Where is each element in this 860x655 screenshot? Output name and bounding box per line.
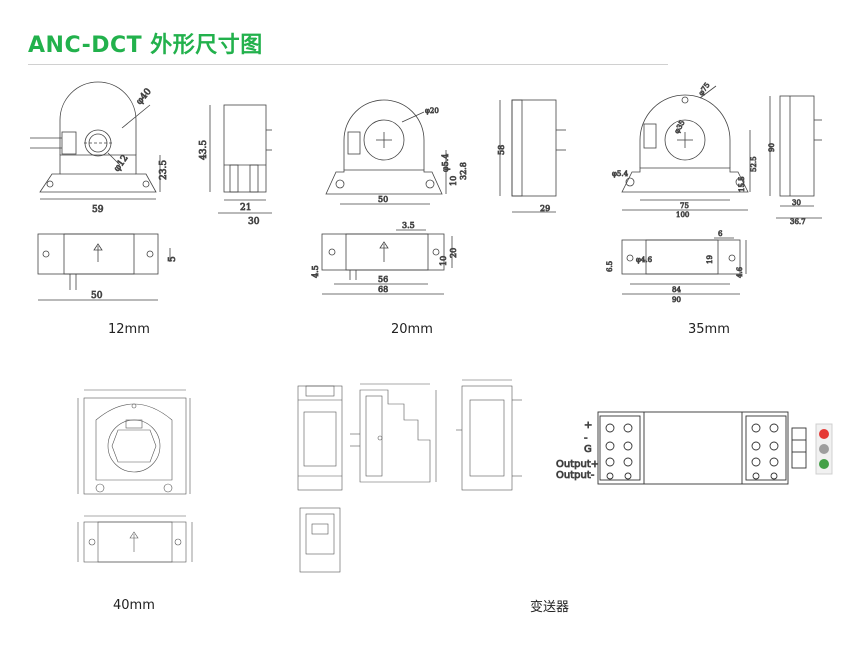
dim-20-w68: 68 bbox=[378, 285, 388, 294]
connector-plug bbox=[791, 427, 807, 469]
bottom-view-20mm bbox=[321, 229, 453, 295]
drawing-12mm: φ40 φ12 59 23.5 43.5 21 30 bbox=[30, 81, 272, 301]
terminal-housing bbox=[597, 411, 789, 485]
dim-20-d20: φ20 bbox=[425, 107, 439, 115]
side-view-35mm bbox=[769, 95, 822, 219]
caption-40mm: 40mm bbox=[113, 598, 155, 613]
dim-35-w75: 75 bbox=[680, 202, 689, 210]
dim-35-d75: φ75 bbox=[697, 81, 711, 97]
dim-35-d4_6: φ4.6 bbox=[636, 256, 653, 264]
transmitter-bottom bbox=[299, 507, 341, 573]
dim-35-h6: 6 bbox=[718, 230, 723, 238]
drawing-35mm: φ75 φ35 φ5.4 52.5 15.5 75 100 90 30 36.7 bbox=[606, 81, 822, 304]
page-title: ANC-DCT 外形尺寸图 bbox=[28, 33, 263, 58]
side-view-12mm bbox=[209, 104, 272, 214]
dim-12-w21: 21 bbox=[240, 203, 251, 213]
front-view-35mm bbox=[621, 85, 751, 211]
title-divider bbox=[28, 64, 668, 65]
dim-35-h19: 19 bbox=[706, 255, 714, 264]
dim-35-w100: 100 bbox=[676, 211, 689, 219]
dim-35-d5_4: φ5.4 bbox=[612, 170, 629, 178]
terminal-label-g: G bbox=[584, 444, 592, 455]
caption-20mm: 20mm bbox=[391, 322, 433, 337]
front-view-20mm bbox=[325, 99, 447, 205]
dim-20-h10: 10 bbox=[449, 176, 458, 186]
transmitter-front bbox=[297, 385, 343, 491]
caption-transmitter: 变送器 bbox=[530, 600, 570, 615]
dim-35-h15_5: 15.5 bbox=[738, 176, 746, 192]
led-red-icon bbox=[819, 429, 829, 439]
bottom-view-40mm bbox=[77, 515, 193, 563]
dim-12-w30: 30 bbox=[248, 217, 260, 227]
dim-20-h32_8: 32.8 bbox=[459, 162, 468, 180]
terminal-screws-right bbox=[751, 423, 779, 480]
led-green-icon bbox=[819, 459, 829, 469]
dim-20-d5_4: φ5.4 bbox=[441, 154, 450, 172]
front-view-12mm bbox=[30, 81, 161, 200]
dim-20-h4_5: 4.5 bbox=[311, 265, 320, 278]
dim-35-h6_5: 6.5 bbox=[606, 261, 614, 272]
dim-12-h5: 5 bbox=[168, 256, 178, 262]
dim-20-h58: 58 bbox=[497, 145, 506, 155]
dim-35-w90: 90 bbox=[672, 296, 681, 304]
terminal-screws-left bbox=[605, 423, 633, 480]
dim-35-h52_5: 52.5 bbox=[750, 156, 758, 172]
dim-12-w50: 50 bbox=[91, 291, 103, 301]
caption-35mm: 35mm bbox=[688, 322, 730, 337]
bottom-view-12mm bbox=[37, 233, 171, 301]
terminal-block bbox=[597, 411, 833, 485]
transmitter-side bbox=[350, 383, 437, 483]
dim-35-w30: 30 bbox=[792, 199, 801, 207]
dim-12-w59: 59 bbox=[92, 205, 104, 215]
terminal-label-outp: Output+ bbox=[556, 459, 599, 470]
drawing-20mm: φ20 φ5.4 10 32.8 50 58 29 bbox=[311, 99, 566, 295]
front-view-40mm bbox=[77, 389, 191, 495]
dim-20-h10b: 10 bbox=[439, 256, 448, 266]
side-view-20mm bbox=[499, 99, 566, 213]
dim-35-d35: φ35 bbox=[673, 119, 687, 135]
drawing-40mm bbox=[77, 389, 193, 563]
dim-20-w29: 29 bbox=[540, 204, 550, 213]
dim-20-w50: 50 bbox=[378, 195, 388, 204]
dim-12-d40: φ40 bbox=[135, 87, 154, 107]
dim-20-h20: 20 bbox=[449, 248, 458, 258]
terminal-label-outn: Output- bbox=[556, 470, 595, 481]
dim-12-h23_5: 23.5 bbox=[159, 160, 169, 180]
terminal-label-plus: + bbox=[584, 420, 592, 431]
terminal-label-minus: - bbox=[584, 433, 588, 444]
transmitter-right bbox=[456, 379, 522, 491]
dim-20-w3_5: 3.5 bbox=[402, 221, 415, 230]
dim-12-h43_5: 43.5 bbox=[199, 140, 209, 160]
bottom-view-35mm bbox=[621, 237, 747, 295]
dim-35-h4_6: 4.6 bbox=[736, 266, 744, 278]
drawing-transmitter bbox=[297, 379, 522, 573]
led-gray-icon bbox=[819, 444, 829, 454]
dim-12-d12: φ12 bbox=[112, 153, 130, 173]
caption-12mm: 12mm bbox=[108, 322, 150, 337]
dim-35-w36_7: 36.7 bbox=[790, 218, 806, 226]
dim-20-w56: 56 bbox=[378, 275, 388, 284]
dim-35-w84: 84 bbox=[672, 286, 681, 294]
dim-35-h90: 90 bbox=[768, 143, 776, 152]
